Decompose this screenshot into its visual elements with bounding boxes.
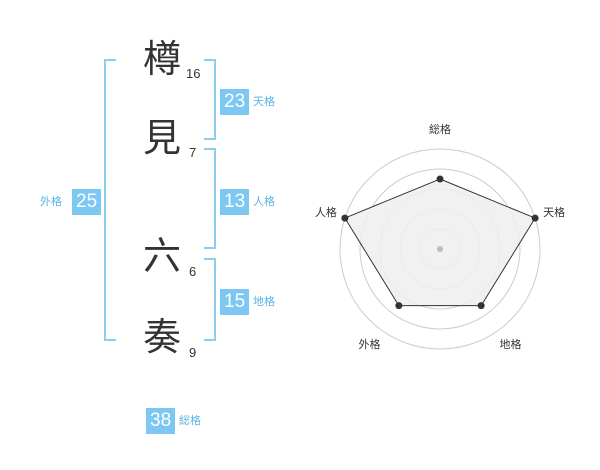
radar-point-5 <box>341 214 349 222</box>
stroke-count-2: 7 <box>189 145 197 160</box>
chikaku-score-badge: 15 <box>220 289 250 315</box>
radar-point-2 <box>531 214 539 222</box>
jinkaku-bracket <box>204 148 216 249</box>
jinkaku-score-badge: 13 <box>220 189 250 215</box>
radar-axis-label-3: 地格 <box>500 337 522 351</box>
tenkaku-label: 天格 <box>253 95 275 108</box>
name-char-3: 六 <box>143 234 182 278</box>
gaikaku-label: 外格 <box>40 195 62 208</box>
chikaku-label: 地格 <box>253 295 275 308</box>
radar-ring <box>339 148 541 350</box>
soukaku-score-badge: 38 <box>146 408 176 434</box>
jinkaku-label: 人格 <box>253 195 275 208</box>
radar-axis-label-2: 天格 <box>543 205 565 219</box>
name-char-1: 樽 <box>143 37 182 81</box>
radar-axis-label-1: 総格 <box>429 122 451 136</box>
radar-point-1 <box>436 175 444 183</box>
tenkaku-score-badge: 23 <box>220 89 250 115</box>
soukaku-label: 総格 <box>179 414 201 427</box>
radar-ring <box>359 168 521 330</box>
gaikaku-score-badge: 25 <box>72 189 102 215</box>
radar-axis-label-5: 人格 <box>315 205 337 219</box>
stroke-count-4: 9 <box>189 345 197 360</box>
radar-center-dot <box>437 246 443 252</box>
stroke-count-1: 16 <box>186 66 201 81</box>
gaikaku-bracket <box>104 59 116 341</box>
name-char-4: 奏 <box>143 315 182 359</box>
radar-area <box>344 178 536 307</box>
tenkaku-bracket <box>204 59 216 140</box>
radar-point-4 <box>395 302 403 310</box>
radar-point-3 <box>477 302 485 310</box>
radar-axis-label-4: 外格 <box>359 337 381 351</box>
stroke-count-3: 6 <box>189 264 197 279</box>
chikaku-bracket <box>204 258 216 341</box>
name-char-2: 見 <box>143 116 182 160</box>
